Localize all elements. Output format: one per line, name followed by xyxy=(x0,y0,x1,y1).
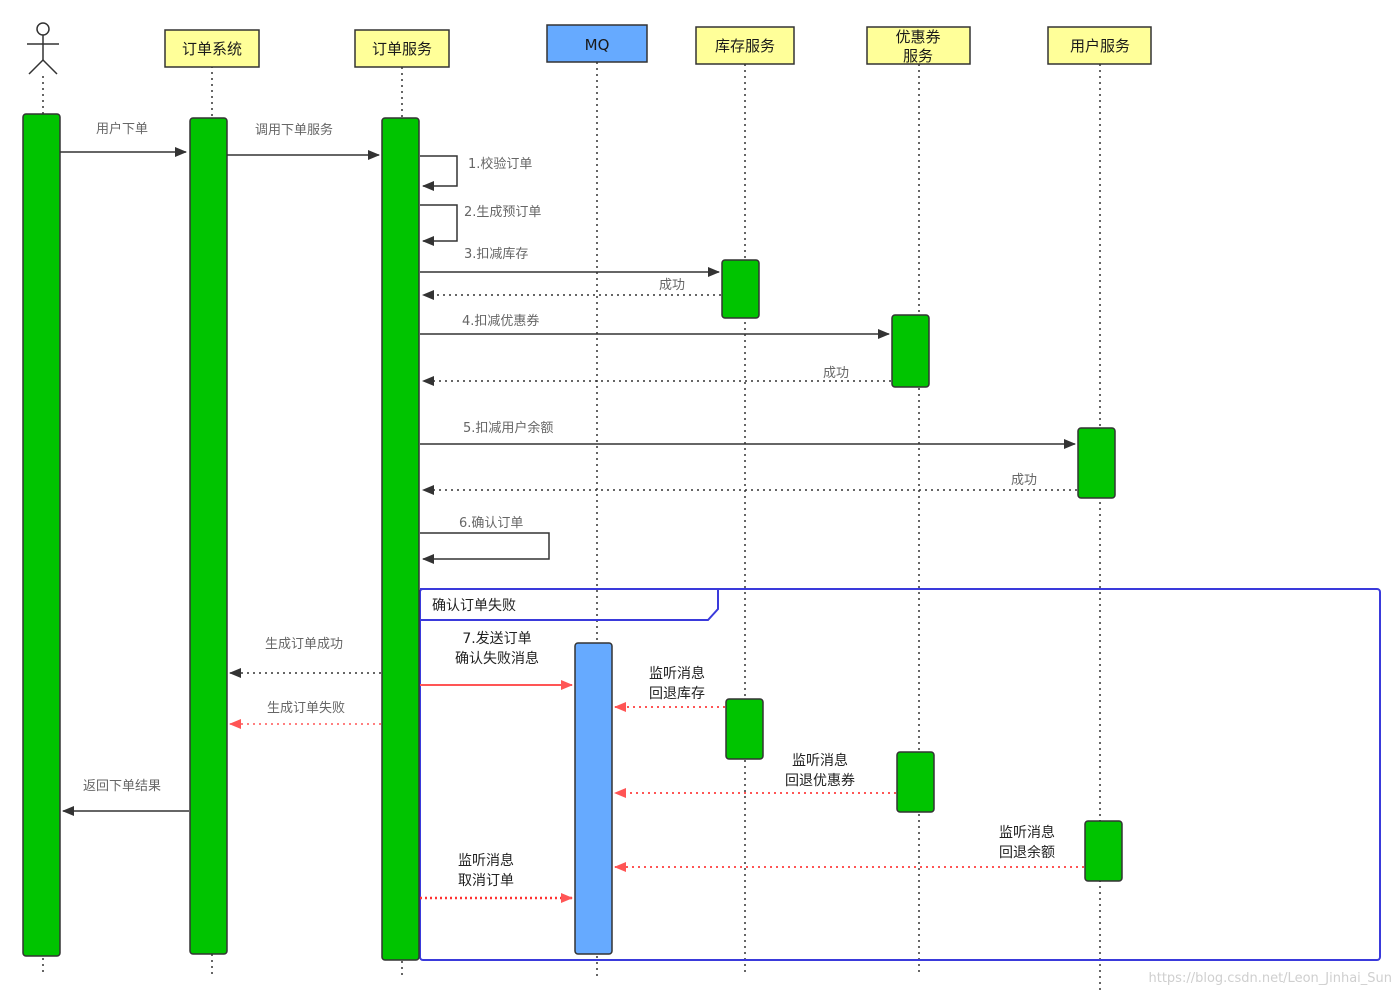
label-confirm: 6.确认订单 xyxy=(459,516,523,531)
label-preorder: 2.生成预订单 xyxy=(464,205,541,220)
activation-order-system xyxy=(189,117,228,955)
label-balance-ok: 成功 xyxy=(1011,473,1037,488)
message-validate-self xyxy=(420,155,458,191)
label-order-fail: 生成订单失败 xyxy=(267,701,345,716)
label-validate: 1.校验订单 xyxy=(468,156,532,172)
activation-coupon-2 xyxy=(896,751,935,813)
activation-user-service-2 xyxy=(1084,820,1123,882)
participant-label-line1: 优惠券 xyxy=(895,28,940,46)
participant-order-system: 订单系统 xyxy=(164,29,260,68)
message-preorder-self xyxy=(420,204,458,246)
label-coupon-ok: 成功 xyxy=(823,366,849,381)
label-deduct-inventory: 3.扣减库存 xyxy=(464,246,528,262)
actor-user-icon xyxy=(27,22,59,75)
participant-coupon: 优惠券 服务 xyxy=(866,26,971,65)
participant-label: 订单服务 xyxy=(372,40,432,58)
activation-mq xyxy=(574,642,613,955)
participant-label: 库存服务 xyxy=(715,37,775,55)
alt-frame: 确认订单失败 xyxy=(419,588,1381,961)
frame-message-labels: 7.发送订单 确认失败消息 监听消息 回退库存 监听消息 回退优惠券 监听消息 … xyxy=(455,631,1055,889)
participant-inventory: 库存服务 xyxy=(695,26,795,65)
label-rollback-balance-line2: 回退余额 xyxy=(999,844,1055,861)
activation-order-service xyxy=(381,117,420,961)
label-deduct-coupon: 4.扣减优惠券 xyxy=(462,313,539,329)
message-labels: 用户下单 调用下单服务 1.校验订单 2.生成预订单 3.扣减库存 成功 4.扣… xyxy=(83,121,1037,794)
participant-label: 订单系统 xyxy=(182,40,242,58)
label-inventory-ok: 成功 xyxy=(659,278,685,293)
activation-inventory-1 xyxy=(721,259,760,319)
label-return-result: 返回下单结果 xyxy=(83,779,161,794)
participant-mq: MQ xyxy=(546,24,648,63)
activation-actor xyxy=(22,113,61,957)
participant-user-service: 用户服务 xyxy=(1047,26,1152,65)
label-rollback-inventory-line1: 监听消息 xyxy=(649,665,705,682)
label-deduct-balance: 5.扣减用户余额 xyxy=(463,420,553,436)
activations xyxy=(22,113,1123,961)
label-call-order: 调用下单服务 xyxy=(255,122,333,138)
label-send-fail-line2: 确认失败消息 xyxy=(455,650,539,667)
messages xyxy=(60,147,1084,903)
activation-inventory-2 xyxy=(725,698,764,760)
participant-label-line2: 服务 xyxy=(903,47,933,65)
label-rollback-inventory-line2: 回退库存 xyxy=(649,686,705,702)
activation-coupon-1 xyxy=(891,314,930,388)
label-user-order: 用户下单 xyxy=(96,121,148,137)
watermark: https://blog.csdn.net/Leon_Jinhai_Sun xyxy=(1149,971,1393,986)
frame-title: 确认订单失败 xyxy=(432,598,516,614)
participant-order-service: 订单服务 xyxy=(354,29,450,68)
message-confirm-self xyxy=(420,532,550,564)
participant-label: 用户服务 xyxy=(1070,37,1130,55)
participant-label: MQ xyxy=(585,36,610,54)
activation-user-service-1 xyxy=(1077,427,1116,499)
label-rollback-balance-line1: 监听消息 xyxy=(999,824,1055,841)
label-cancel-order-line1: 监听消息 xyxy=(458,852,514,869)
label-rollback-coupon-line2: 回退优惠券 xyxy=(785,773,855,789)
label-send-fail-line1: 7.发送订单 xyxy=(462,631,531,647)
label-order-success: 生成订单成功 xyxy=(265,637,343,652)
label-cancel-order-line2: 取消订单 xyxy=(458,873,514,889)
label-rollback-coupon-line1: 监听消息 xyxy=(792,752,848,769)
